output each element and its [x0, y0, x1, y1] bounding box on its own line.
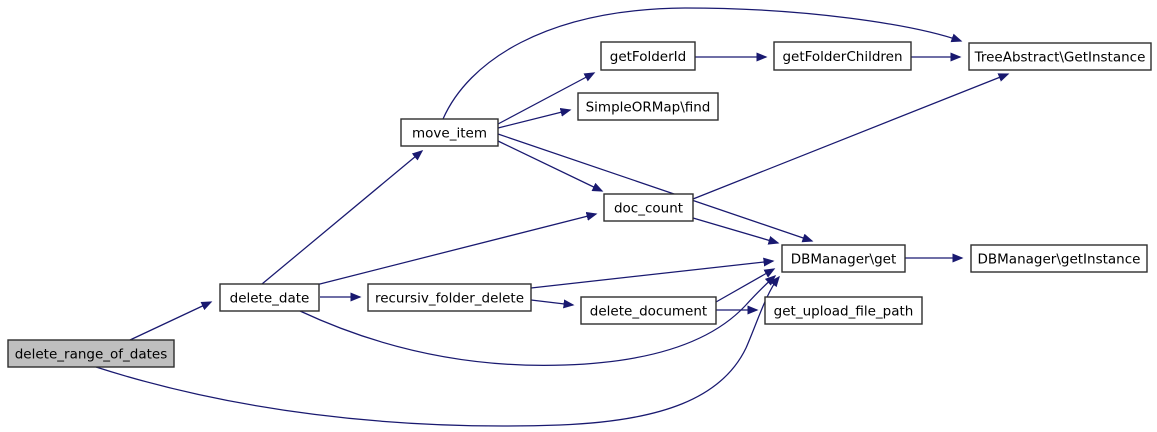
node-box-get_upload_file_path[interactable]	[764, 296, 923, 325]
edge-move_item-to-TreeAbstract_GetInstance	[442, 7, 963, 120]
node-box-DBManager_getInstance[interactable]	[970, 244, 1148, 273]
edge-move_item-to-getFolderId	[497, 72, 596, 125]
node-label-doc_count: doc_count	[614, 200, 683, 216]
node-TreeAbstract_GetInstance[interactable]: TreeAbstract\GetInstance	[968, 42, 1152, 71]
node-doc_count[interactable]: doc_count	[603, 193, 694, 222]
node-SimpleORMap_find[interactable]: SimpleORMap\find	[577, 92, 719, 121]
node-box-delete_range_of_dates[interactable]	[7, 339, 175, 368]
edge-move_item-to-DBManager_get	[497, 133, 814, 243]
edge-doc_count-to-TreeAbstract_GetInstance	[692, 73, 1010, 200]
node-box-move_item[interactable]	[400, 118, 499, 147]
edge-delete_range_of_dates-to-delete_date	[129, 301, 213, 341]
node-label-delete_date: delete_date	[230, 290, 310, 306]
edge-move_item-to-doc_count	[497, 140, 604, 192]
node-box-TreeAbstract_GetInstance[interactable]	[968, 42, 1152, 71]
node-label-delete_range_of_dates: delete_range_of_dates	[15, 346, 168, 362]
edge-delete_date-to-DBManager_get	[299, 275, 777, 366]
node-box-recursiv_folder_delete[interactable]	[367, 283, 532, 312]
edge-delete_document-to-DBManager_get	[715, 268, 776, 303]
node-getFolderChildren[interactable]: getFolderChildren	[773, 41, 912, 71]
node-box-getFolderChildren[interactable]	[773, 41, 912, 71]
node-label-getFolderId: getFolderId	[610, 49, 686, 65]
node-label-DBManager_getInstance: DBManager\getInstance	[978, 251, 1141, 267]
node-label-TreeAbstract_GetInstance: TreeAbstract\GetInstance	[974, 49, 1146, 65]
node-recursiv_folder_delete[interactable]: recursiv_folder_delete	[367, 283, 532, 312]
nodes-layer: delete_range_of_dates delete_date recursiv…	[7, 41, 1152, 368]
node-label-delete_document: delete_document	[590, 303, 707, 319]
node-label-getFolderChildren: getFolderChildren	[782, 49, 902, 65]
node-move_item[interactable]: move_item	[400, 118, 499, 147]
edge-recursiv_folder_delete-to-delete_document	[530, 299, 575, 309]
node-box-delete_document[interactable]	[580, 296, 717, 325]
node-label-DBManager_get: DBManager\get	[791, 251, 897, 267]
edge-move_item-to-SimpleORMap_find	[497, 107, 572, 129]
node-DBManager_get[interactable]: DBManager\get	[781, 244, 906, 273]
node-label-SimpleORMap_find: SimpleORMap\find	[586, 99, 711, 115]
node-get_upload_file_path[interactable]: get_upload_file_path	[764, 296, 923, 325]
node-box-getFolderId[interactable]	[600, 41, 696, 71]
node-DBManager_getInstance[interactable]: DBManager\getInstance	[970, 244, 1148, 273]
node-getFolderId[interactable]: getFolderId	[600, 41, 696, 71]
node-box-delete_date[interactable]	[219, 283, 320, 312]
edge-delete_date-to-doc_count	[311, 211, 598, 287]
edges-layer	[95, 7, 1010, 427]
node-box-DBManager_get[interactable]	[781, 244, 906, 273]
edge-recursiv_folder_delete-to-DBManager_get	[530, 257, 775, 289]
edge-delete_date-to-move_item	[261, 150, 424, 285]
node-delete_document[interactable]: delete_document	[580, 296, 717, 325]
node-box-doc_count[interactable]	[603, 193, 694, 222]
node-delete_date[interactable]: delete_date	[219, 283, 320, 312]
node-box-SimpleORMap_find[interactable]	[577, 92, 719, 121]
edge-delete_range_of_dates-to-DBManager_get	[95, 275, 780, 427]
node-label-recursiv_folder_delete: recursiv_folder_delete	[375, 290, 524, 306]
node-delete_range_of_dates[interactable]: delete_range_of_dates	[7, 339, 175, 368]
edge-doc_count-to-DBManager_get	[692, 217, 780, 245]
node-label-move_item: move_item	[412, 125, 487, 141]
node-label-get_upload_file_path: get_upload_file_path	[774, 303, 914, 319]
